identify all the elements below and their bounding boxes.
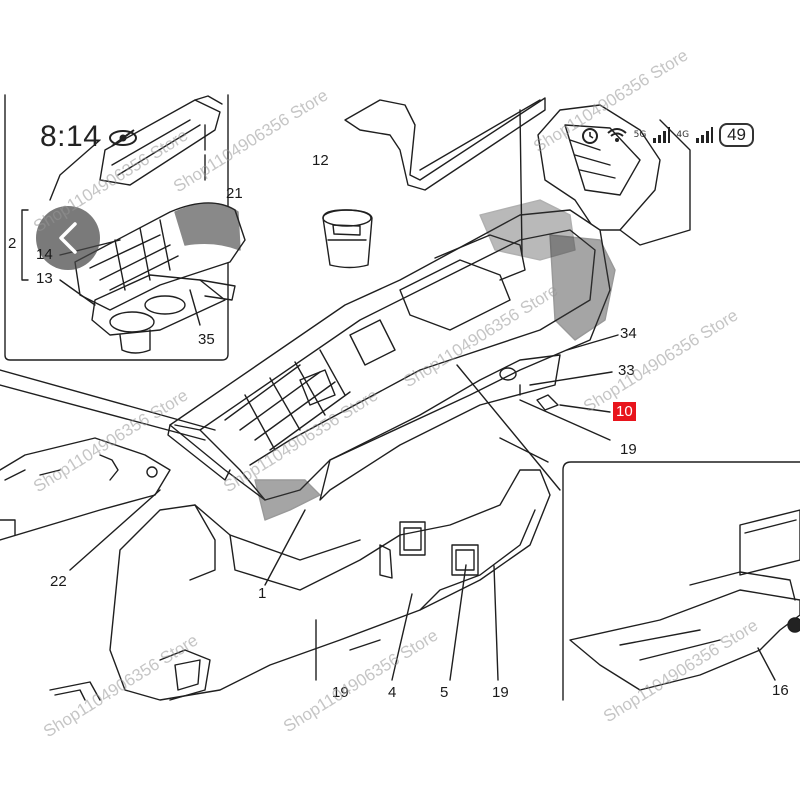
callout-16: 16 [772,682,789,699]
inset-frame-right [562,461,800,701]
callout-21: 21 [226,185,243,202]
callout-12: 12 [312,152,329,169]
network-4g-label: 4G [676,130,690,140]
callout-34: 34 [620,325,637,342]
battery-level: 49 [727,125,746,144]
callout-33: 33 [618,362,635,379]
eye-icon [109,129,137,147]
callout-1: 1 [258,585,267,602]
callout-4: 4 [388,684,397,701]
alarm-icon [581,128,598,144]
callout-19-left: 19 [332,684,349,701]
back-button[interactable] [36,206,100,270]
console-body [169,209,611,501]
callout-2: 2 [8,235,17,252]
callout-14: 14 [36,246,53,263]
signal-icon-4g [696,127,714,143]
air-duct [109,469,551,701]
battery-indicator: 49 [719,123,754,147]
callout-35: 35 [198,331,215,348]
status-time: 8:14 [40,120,101,153]
status-icons: 5G 4G 49 [580,123,754,147]
callout-19-right: 19 [620,441,637,458]
callout-5: 5 [440,684,449,701]
chevron-left-icon [59,222,77,254]
callout-19-bottom: 19 [492,684,509,701]
signal-icon-5g [653,127,671,143]
callout-10-highlight: 10 [613,402,636,421]
callout-13: 13 [36,270,53,287]
wifi-icon [607,128,627,142]
callout-22: 22 [50,573,67,590]
inset-frame [4,94,229,361]
network-5g-label: 5G [633,130,647,140]
